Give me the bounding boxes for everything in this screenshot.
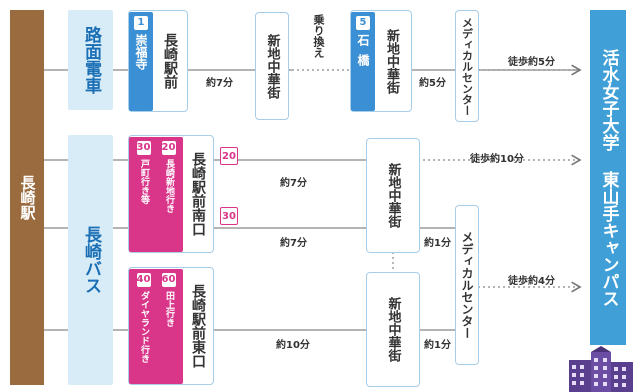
bus-route-60-badge: 60 <box>161 272 176 287</box>
bus-route-20-destination: 長崎新地行き <box>164 158 174 213</box>
bus-walk-10: 徒歩約10分 <box>470 154 524 165</box>
campus-building-icon <box>569 346 633 392</box>
bus-med-time: 約1分 <box>424 238 451 249</box>
bus-east-mid-stop: 新地中華街 <box>366 272 420 387</box>
tram-number-badge: 1 <box>134 15 148 30</box>
bus-east-stop-name: 長崎駅前東口 <box>190 284 206 368</box>
campus-bar: 活水女子大学 東山手キャンパス <box>590 10 626 345</box>
tram-category: 路面電車 <box>68 10 113 110</box>
tram-start-destination: 崇福寺 <box>134 33 148 70</box>
bus-route-20-badge: 20 <box>161 140 176 155</box>
bus-route-40-destination: ダイヤランド行き <box>139 290 149 363</box>
tram-line-badge: 1 崇福寺 <box>129 11 153 111</box>
bus-east-stop: 40 ダイヤランド行き 60 田上行き 長崎駅前東口 <box>128 267 214 385</box>
bus-route-60-destination: 田上行き <box>164 290 174 327</box>
tram-transfer-badge: 5 石橋 <box>351 11 375 111</box>
bus-route-30-badge: 30 <box>136 140 151 155</box>
tram-time-1: 約7分 <box>206 78 233 89</box>
tram-transfer-stop: 5 石橋 新地中華街 <box>350 10 412 112</box>
bus-20-time: 約7分 <box>280 178 307 189</box>
tram-dest-stop: メディカルセンター <box>455 10 479 122</box>
tram-start-stop-name: 長崎駅前 <box>162 33 178 89</box>
tram-walk-time: 徒歩約5分 <box>508 57 555 68</box>
bus-east-routes: 40 ダイヤランド行き 60 田上行き <box>129 268 183 384</box>
bus-east-med-time: 約1分 <box>424 340 451 351</box>
tram-transfer-number: 5 <box>356 15 370 30</box>
route-20-label: 20 <box>220 147 238 165</box>
bus-route-30-destination: 戸町行き等 <box>139 158 149 204</box>
tram-transfer-stop-name: 新地中華街 <box>384 28 399 94</box>
tram-mid-stop: 新地中華街 <box>255 12 289 120</box>
nagasaki-station-bar: 長崎駅 <box>10 10 44 385</box>
tram-transfer-label: 乗り換え <box>312 14 325 58</box>
bus-south-stop-name: 長崎駅前南口 <box>190 152 206 236</box>
bus-route-40-badge: 40 <box>136 272 151 287</box>
tram-time-2: 約5分 <box>419 78 446 89</box>
bus-med-stop: メディカルセンター <box>455 205 479 365</box>
bus-south-mid-stop: 新地中華街 <box>366 138 420 253</box>
bus-south-stop: 30 戸町行き等 20 長崎新地行き 長崎駅前南口 <box>128 135 214 253</box>
route-30-label: 30 <box>220 207 238 225</box>
tram-transfer-destination: 石橋 <box>356 33 370 74</box>
bus-east-time: 約10分 <box>276 340 310 351</box>
bus-walk-4: 徒歩約4分 <box>508 276 555 287</box>
bus-category: 長崎バス <box>68 135 113 385</box>
bus-30-time: 約7分 <box>280 238 307 249</box>
tram-start-stop: 1 崇福寺 長崎駅前 <box>128 10 188 112</box>
bus-south-routes: 30 戸町行き等 20 長崎新地行き <box>129 136 183 252</box>
